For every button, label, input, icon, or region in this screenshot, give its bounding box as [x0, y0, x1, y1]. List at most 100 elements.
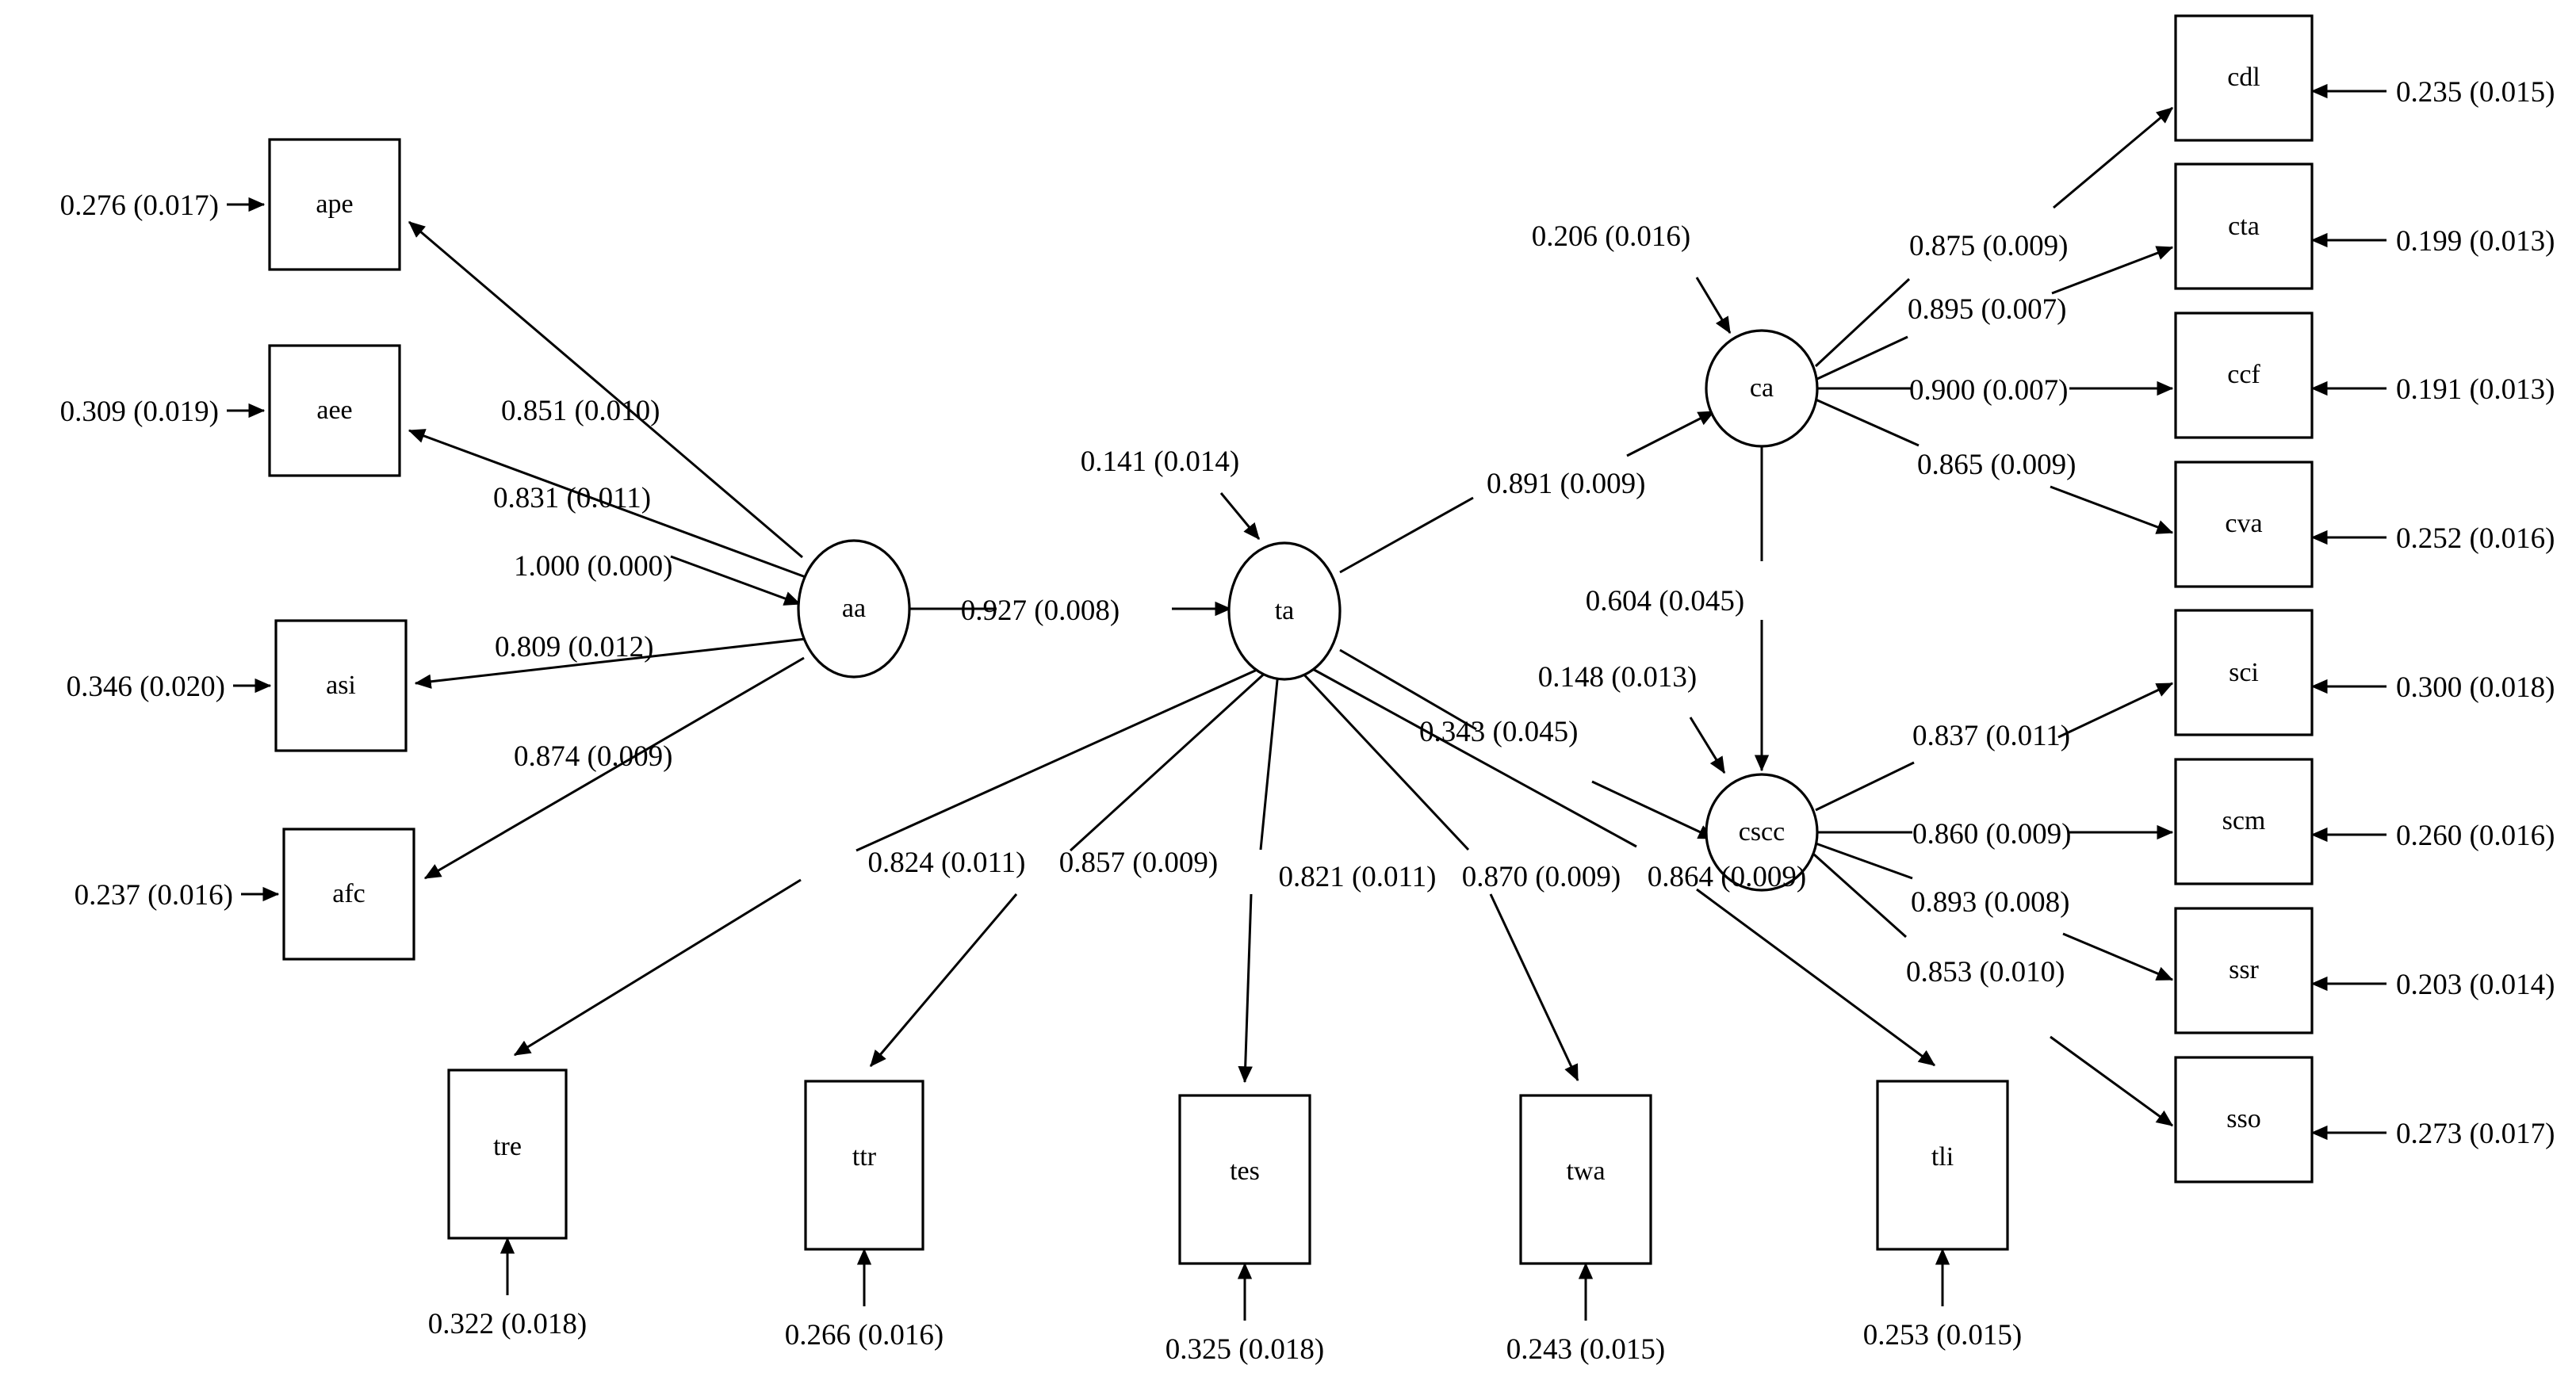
label-loading-ta-tes: 0.821 (0.011): [1278, 861, 1436, 893]
node-cdl[interactable]: cdl: [2174, 14, 2314, 142]
node-ta[interactable]: ta: [1227, 541, 1342, 681]
node-aa[interactable]: aa: [797, 539, 911, 679]
node-box-tli[interactable]: [1876, 1080, 2009, 1251]
node-label-ttr: ttr: [852, 1142, 877, 1172]
residual-arrow-ta: [1219, 492, 1261, 540]
node-box-aee[interactable]: [268, 344, 401, 477]
edge-ca-cdl-seg1: [1814, 277, 1911, 368]
edge-cscc-sci-seg1: [1815, 761, 1915, 812]
label-loading-cscc-sso: 0.853 (0.010): [1906, 956, 2065, 988]
node-ccf[interactable]: ccf: [2174, 312, 2314, 439]
node-box-asi[interactable]: [274, 619, 408, 752]
label-loading-ta-ttr: 0.857 (0.009): [1059, 847, 1218, 879]
node-label-afc: afc: [332, 879, 366, 908]
node-ellipse-aa[interactable]: [797, 539, 911, 679]
node-ttr[interactable]: ttr: [804, 1080, 924, 1251]
node-box-cdl[interactable]: [2174, 14, 2314, 142]
node-tli[interactable]: tli: [1876, 1080, 2009, 1251]
node-label-cva: cva: [2225, 509, 2262, 538]
node-label-sci: sci: [2229, 658, 2259, 687]
label-residual-ta: 0.141 (0.014): [1081, 445, 1239, 478]
node-ssr[interactable]: ssr: [2174, 907, 2314, 1034]
node-box-scm[interactable]: [2174, 758, 2314, 885]
edge-ca-cdl-seg2: [2053, 106, 2173, 209]
node-ape[interactable]: ape: [268, 138, 401, 271]
edge-aa-asi: [414, 637, 806, 689]
node-box-ssr[interactable]: [2174, 907, 2314, 1034]
node-label-sso: sso: [2226, 1104, 2260, 1134]
node-label-tre: tre: [493, 1132, 522, 1161]
edge-cscc-ssr-seg1: [1815, 842, 1913, 880]
label-loading-aa-afc: 0.874 (0.009): [514, 740, 672, 773]
label-residual-scm: 0.260 (0.016): [2396, 820, 2555, 852]
node-afc[interactable]: afc: [282, 828, 415, 961]
node-ellipse-cscc[interactable]: [1705, 773, 1819, 892]
node-box-cva[interactable]: [2174, 461, 2314, 588]
node-label-ta: ta: [1275, 596, 1295, 625]
node-twa[interactable]: twa: [1519, 1094, 1652, 1265]
label-residual-tes: 0.325 (0.018): [1166, 1333, 1324, 1366]
edge-aa-ape: [408, 220, 803, 559]
node-sso[interactable]: sso: [2174, 1056, 2314, 1183]
node-cscc[interactable]: cscc: [1705, 773, 1819, 892]
node-box-sci[interactable]: [2174, 609, 2314, 736]
label-loading-ca-ccf: 0.900 (0.007): [1909, 374, 2068, 407]
node-box-ttr[interactable]: [804, 1080, 924, 1251]
node-label-asi: asi: [326, 671, 356, 700]
edge-ta-ttr-seg1: [1069, 668, 1270, 852]
edge-ta-twa-seg1: [1299, 669, 1470, 851]
edge-aa-aee: [408, 429, 806, 579]
node-label-tes: tes: [1230, 1157, 1260, 1186]
edge-aa-scale: [670, 555, 802, 606]
label-residual-afc: 0.237 (0.016): [75, 879, 233, 912]
node-box-afc[interactable]: [282, 828, 415, 961]
label-path-ta-ca: 0.891 (0.009): [1487, 468, 1645, 500]
node-box-sso[interactable]: [2174, 1056, 2314, 1183]
node-asi[interactable]: asi: [274, 619, 408, 752]
label-residual-asi: 0.346 (0.020): [67, 671, 225, 703]
label-residual-twa: 0.243 (0.015): [1506, 1333, 1665, 1366]
node-aee[interactable]: aee: [268, 344, 401, 477]
node-ellipse-ca[interactable]: [1705, 329, 1819, 448]
edge-ta-twa-seg2: [1489, 893, 1579, 1082]
node-label-cscc: cscc: [1739, 817, 1786, 847]
node-box-cta[interactable]: [2174, 162, 2314, 290]
label-loading-aa-scale: 1.000 (0.000): [514, 550, 672, 583]
edge-ta-tes-seg2: [1238, 893, 1253, 1084]
node-sci[interactable]: sci: [2174, 609, 2314, 736]
node-box-tre[interactable]: [447, 1069, 568, 1240]
edge-cscc-sso-seg1: [1812, 853, 1908, 939]
edge-ta-tli-seg1: [1309, 666, 1637, 848]
label-loading-ta-tre: 0.824 (0.011): [867, 847, 1025, 879]
label-residual-ccf: 0.191 (0.013): [2396, 373, 2555, 406]
node-label-cdl: cdl: [2227, 63, 2260, 92]
node-ca[interactable]: ca: [1705, 329, 1819, 448]
label-residual-ca: 0.206 (0.016): [1532, 220, 1690, 253]
node-ellipse-ta[interactable]: [1227, 541, 1342, 681]
label-path-ta-cscc: 0.343 (0.045): [1419, 716, 1578, 748]
node-box-tes[interactable]: [1178, 1094, 1311, 1265]
edge-layer: [227, 83, 2387, 1321]
node-tre[interactable]: tre: [447, 1069, 568, 1240]
node-label-twa: twa: [1566, 1157, 1605, 1186]
edge-ta-ttr-seg2: [869, 893, 1018, 1067]
edge-cscc-ssr-seg2: [2062, 932, 2174, 981]
node-cta[interactable]: cta: [2174, 162, 2314, 290]
node-label-tli: tli: [1931, 1142, 1954, 1172]
edge-ca-cva-seg1: [1815, 398, 1920, 447]
label-loading-cscc-scm: 0.860 (0.009): [1912, 818, 2071, 851]
node-scm[interactable]: scm: [2174, 758, 2314, 885]
node-box-twa[interactable]: [1519, 1094, 1652, 1265]
label-residual-sci: 0.300 (0.018): [2396, 671, 2555, 704]
node-label-scm: scm: [2222, 806, 2266, 835]
edge-ta-ca-seg2: [1626, 410, 1716, 457]
label-loading-ta-tli: 0.864 (0.009): [1648, 861, 1806, 893]
node-box-ccf[interactable]: [2174, 312, 2314, 439]
node-cva[interactable]: cva: [2174, 461, 2314, 588]
edge-cscc-sci-seg2: [2057, 682, 2174, 739]
node-tes[interactable]: tes: [1178, 1094, 1311, 1265]
label-loading-aa-ape: 0.851 (0.010): [501, 395, 660, 427]
node-box-ape[interactable]: [268, 138, 401, 271]
